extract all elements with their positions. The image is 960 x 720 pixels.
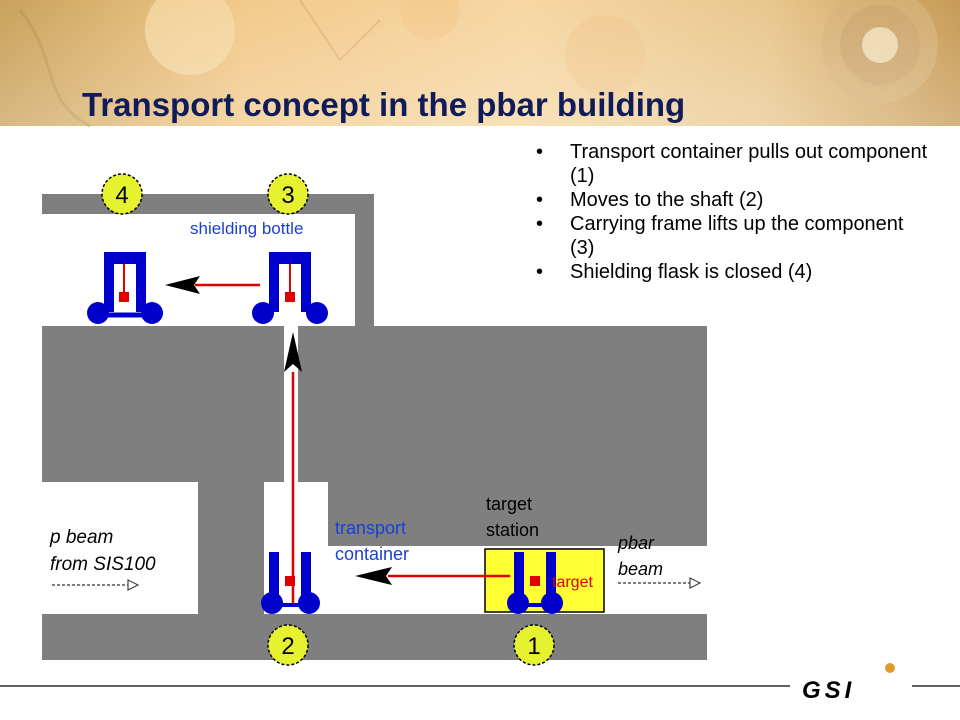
bullet-item: Shielding flask is closed (4) [532,260,932,284]
transport-label: transport [335,518,406,538]
middle-floor [42,326,707,482]
shaft-wall-left [198,480,264,618]
left-arrow-top-head [165,276,200,294]
step-marker-2: 2 [267,624,309,666]
target-station-label: target [486,494,532,514]
logo-dot [885,663,895,673]
pbar-beam-label: beam [618,559,663,579]
carrier-position-4 [87,252,163,324]
up-arrow-head [284,332,302,372]
step-marker-3: 3 [267,173,309,215]
slide-title: Transport concept in the pbar building [82,86,686,123]
container-label: container [335,544,409,564]
bullet-item: Carrying frame lifts up the component (3… [532,212,932,260]
top-wall [42,194,374,214]
carrier-position-1 [507,552,563,614]
step-marker-label: 4 [115,182,128,209]
bullet-item: Moves to the shaft (2) [532,188,932,212]
step-marker-1: 1 [513,624,555,666]
step-marker-label: 2 [281,633,294,660]
pbar-label: pbar [617,533,655,553]
station-label: station [486,520,539,540]
p-beam-source-label: from SIS100 [50,554,156,575]
bullet-list: Transport container pulls out component … [532,140,932,284]
step-marker-label: 1 [527,633,540,660]
building-walls [42,194,707,660]
p-beam-label: p beam [49,527,113,548]
right-wall [355,194,374,328]
shaft-wall-right [328,480,707,546]
left-arrow-bottom-head [355,567,392,585]
step-marker-4: 4 [101,173,143,215]
header-background [0,0,960,128]
carrier-position-3 [252,252,328,324]
gsi-logo: GSI [802,663,895,704]
shielding-bottle-label: shielding bottle [190,219,303,238]
bullet-item: Transport container pulls out component … [532,140,932,188]
gsi-logo-text: GSI [802,677,855,704]
carrier-position-2 [261,552,320,614]
target-label: target [552,574,593,591]
bottom-floor [42,614,707,660]
step-marker-label: 3 [281,182,294,209]
